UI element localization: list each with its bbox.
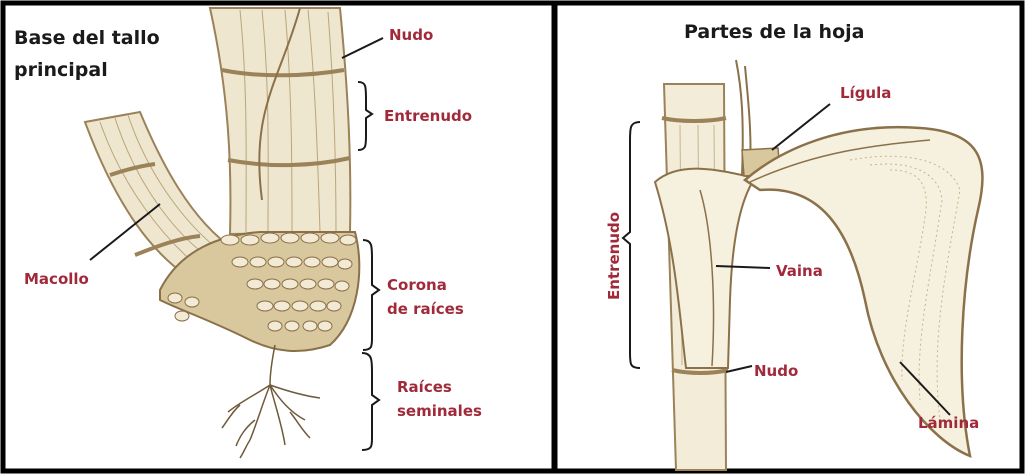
label-ligula: Lígula (840, 84, 891, 102)
label-entrenudo-right: Entrenudo (605, 212, 623, 300)
label-lamina: Lámina (918, 414, 979, 432)
label-macollo: Macollo (24, 270, 89, 288)
label-raices-line1: Raíces (397, 378, 452, 396)
left-title-line2: principal (14, 59, 108, 81)
left-panel: Base del tallo principal Nudo Entrenudo … (3, 3, 554, 471)
label-entrenudo-left: Entrenudo (384, 107, 472, 125)
right-title: Partes de la hoja (684, 21, 864, 43)
label-raices-line2: seminales (397, 402, 482, 420)
main-stem-illustration (210, 8, 350, 234)
label-nudo-right: Nudo (754, 362, 798, 380)
label-vaina: Vaina (776, 262, 823, 280)
left-title-line1: Base del tallo (14, 27, 160, 49)
label-nudo-left: Nudo (389, 26, 433, 44)
label-corona-line2: de raíces (387, 300, 464, 318)
right-panel: Partes de la hoja Lígula Vaina Nudo Lámi… (555, 3, 1022, 471)
label-corona-line1: Corona (387, 276, 447, 294)
